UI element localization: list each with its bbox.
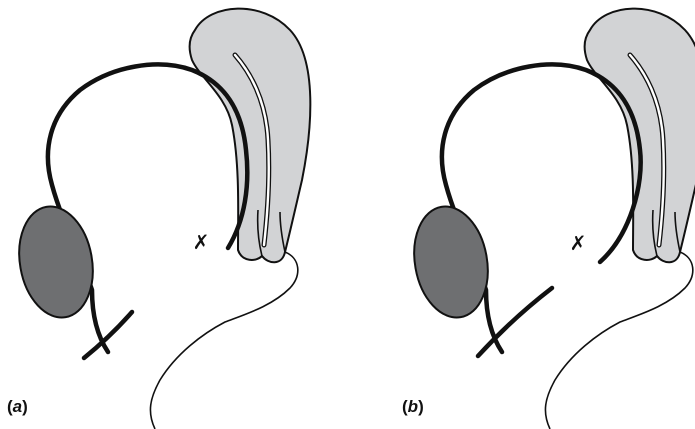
thin-outline bbox=[150, 252, 297, 429]
marker-x: ✗ bbox=[570, 231, 587, 255]
panel-label-a: (a) bbox=[7, 397, 28, 417]
dark-oval bbox=[11, 201, 101, 324]
dark-oval bbox=[406, 201, 496, 324]
panel-b: ✗ bbox=[406, 9, 695, 429]
marker-x: ✗ bbox=[193, 230, 210, 254]
thin-outline bbox=[545, 252, 692, 429]
panel-label-b: (b) bbox=[402, 397, 424, 417]
panel-a: ✗ bbox=[11, 9, 311, 429]
shaded-organ bbox=[190, 9, 311, 263]
